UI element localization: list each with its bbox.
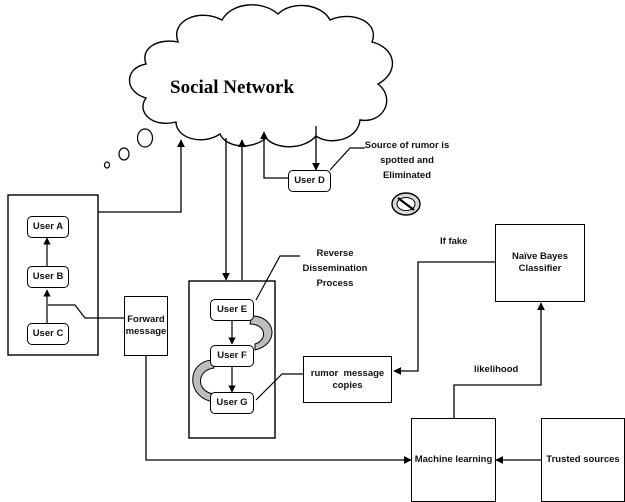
classifier-line-1: Naïve Bayes <box>512 251 568 263</box>
source-spotted-line-2: spotted and <box>380 154 434 166</box>
source-spotted-annotation: Source of rumor is spotted and Eliminate… <box>362 140 452 182</box>
user-g-node: User G <box>210 392 254 414</box>
classifier-to-copies-arrow <box>393 261 495 375</box>
user-a-node: User A <box>27 216 69 238</box>
classifier-line-2: Classifier <box>518 263 562 274</box>
trusted-sources-box: Trusted sources <box>541 418 625 502</box>
rumor-copies-pointer <box>255 373 303 401</box>
machine-learning-box: Machine learning <box>411 418 496 502</box>
forward-to-ml-arrow <box>145 356 412 464</box>
user-d-to-cloud-arrow <box>260 131 288 179</box>
reverse-dissemination-annotation: Reverse Dissemination Process <box>296 248 374 290</box>
thought-bubble <box>103 161 111 169</box>
reverse-arrow-right <box>249 315 273 351</box>
if-fake-label: If fake <box>440 236 468 247</box>
forward-message-line-1: Forward <box>127 314 165 326</box>
prohibited-icon <box>391 192 421 216</box>
forward-message-box: Forward message <box>124 296 168 356</box>
thought-bubble <box>118 147 130 161</box>
source-spotted-line-3: Eliminated <box>382 169 432 181</box>
reverse-line-2: Dissemination <box>302 262 368 274</box>
diagram-title: Social Network <box>170 77 295 98</box>
user-c-node: User C <box>27 323 69 345</box>
reverse-line-1: Reverse <box>316 248 354 259</box>
left-group-to-cloud-arrow <box>98 139 185 213</box>
forward-message-pointer <box>48 304 125 319</box>
rumor-copies-box: rumor message copies <box>303 356 392 403</box>
ml-to-classifier-arrow <box>453 302 545 418</box>
forward-message-line-2: message <box>125 326 167 337</box>
likelihood-label: likelihood <box>474 364 519 375</box>
naive-bayes-classifier-box: Naïve Bayes Classifier <box>495 224 585 302</box>
rumor-copies-line-1: rumor message <box>310 367 385 379</box>
user-b-node: User B <box>27 266 69 288</box>
user-d-node: User D <box>288 170 331 192</box>
user-e-node: User E <box>210 299 254 321</box>
cloud-shape <box>129 4 394 148</box>
rumor-copies-line-2: copies <box>332 379 363 391</box>
user-f-node: User F <box>210 345 254 367</box>
source-spotted-line-1: Source of rumor is <box>364 140 450 151</box>
reverse-dissemination-pointer <box>255 255 300 301</box>
reverse-line-3: Process <box>316 277 354 289</box>
thought-bubble <box>136 128 154 148</box>
diagram-canvas: Social Network User A User B User C User… <box>7 4 625 502</box>
source-annotation-pointer <box>329 147 365 171</box>
